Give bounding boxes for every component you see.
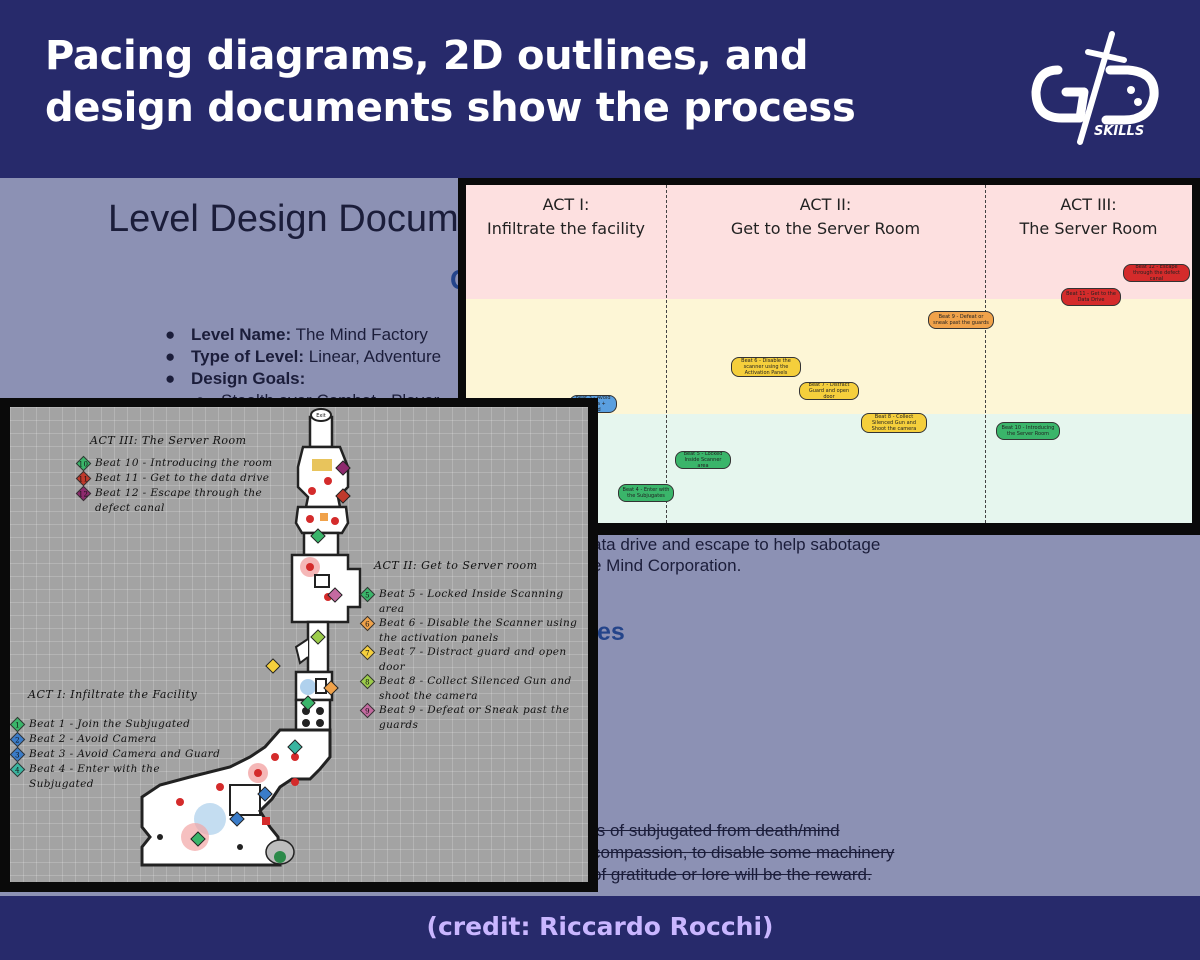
legend-beat-10: 10 Beat 10 - Introducing the room <box>75 455 310 472</box>
document-paragraph: ata drive and escape to help sabotage e … <box>592 535 881 575</box>
act-3-label: ACT III: The Server Room <box>1019 195 1158 238</box>
beat-diamond-icon: 7 <box>359 644 376 661</box>
header-banner: Pacing diagrams, 2D outlines, and design… <box>0 0 1200 178</box>
beat-diamond-icon: 12 <box>75 485 92 502</box>
beat-6-marker <box>323 680 339 696</box>
side-path <box>294 638 309 665</box>
beat-2-marker <box>229 811 245 827</box>
beat-4-marker <box>287 739 303 755</box>
beat-1-marker <box>190 831 206 847</box>
pacing-beat-12: Beat 12 - Escape through the defect cana… <box>1123 264 1190 282</box>
footer-banner: (credit: Riccardo Rocchi) <box>0 896 1200 960</box>
door-node <box>237 844 243 850</box>
pacing-beat-10: Beat 10 - Introducing the Server Room <box>996 422 1060 440</box>
pacing-beat-11: Beat 11 - Get to the Data Drive <box>1061 288 1121 306</box>
list-item: ●Level Name: The Mind Factory <box>165 325 428 344</box>
beat-3-marker <box>257 786 273 802</box>
enemy-marker <box>324 477 332 485</box>
legend-beat-9: 9 Beat 9 - Defeat or Sneak past the guar… <box>359 702 584 733</box>
legend-beat-3: 3 Beat 3 - Avoid Camera and Guard <box>10 746 244 763</box>
door-node <box>302 719 310 727</box>
beat-9-marker <box>327 587 343 603</box>
document-strikethrough-text: ts of subjugated from death/mind compass… <box>592 821 895 884</box>
inner-wall <box>229 784 261 816</box>
inner-wall <box>314 574 330 588</box>
legend-beat-8: 8 Beat 8 - Collect Silenced Gun and shoo… <box>359 673 584 704</box>
enemy-marker <box>176 798 184 806</box>
enemy-marker <box>291 753 299 761</box>
document-subheading: es <box>597 618 625 646</box>
beat-11-marker <box>335 488 351 504</box>
map-act-3-heading: ACT III: The Server Room <box>90 434 247 447</box>
pacing-beat-8: Beat 8 - Collect Silenced Gun and Shoot … <box>861 413 927 433</box>
legend-beat-7: 7 Beat 7 - Distract guard and open door <box>359 644 584 675</box>
beat-diamond-icon: 10 <box>75 455 92 472</box>
beat-diamond-icon: 3 <box>10 746 26 763</box>
enemy-marker <box>306 563 314 571</box>
enemy-marker <box>331 517 339 525</box>
slide-title-line-2: design documents show the process <box>45 85 856 131</box>
level-layout-drawing: Exit <box>140 408 362 867</box>
legend-beat-12: 12 Beat 12 - Escape through the defect c… <box>75 485 295 516</box>
beat-10-marker <box>310 528 326 544</box>
beat-12-marker <box>335 460 351 476</box>
beat-diamond-icon: 5 <box>359 586 376 603</box>
level-outline-map: Exit <box>0 398 598 892</box>
pacing-beat-7: Beat 7 - Distract Guard and open door <box>799 382 859 400</box>
beat-7-marker <box>265 658 281 674</box>
map-canvas: Exit <box>10 407 588 882</box>
logo-skills-text: SKILLS <box>1094 124 1145 139</box>
exit-label: Exit <box>316 413 326 419</box>
pacing-beat-6: Beat 6 - Disable the scanner using the A… <box>731 357 801 377</box>
beat-markers <box>190 460 351 847</box>
act-divider <box>666 185 667 523</box>
beat-diamond-icon: 1 <box>10 716 26 733</box>
beat-diamond-icon: 8 <box>359 673 376 690</box>
alarm-marker <box>262 817 270 825</box>
beat-diamond-icon: 11 <box>75 470 92 487</box>
data-drive <box>320 513 328 521</box>
enemy-marker <box>308 487 316 495</box>
door-node <box>316 707 324 715</box>
beat-diamond-icon: 9 <box>359 702 376 719</box>
document-title: Level Design Docum <box>108 198 459 240</box>
enemy-marker <box>306 515 314 523</box>
beat-5-marker <box>300 695 316 711</box>
exit-marker <box>310 408 332 422</box>
camera-cone <box>300 679 316 695</box>
pacing-beat-4: Beat 4 - Enter with the Subjugates <box>618 484 674 502</box>
list-item: ●Type of Level: Linear, Adventure <box>165 347 442 366</box>
beat-diamond-icon: 4 <box>10 761 26 778</box>
act-2-label: ACT II: Get to the Server Room <box>730 195 921 238</box>
legend-beat-2: 2 Beat 2 - Avoid Camera <box>10 731 244 748</box>
slide-title: Pacing diagrams, 2D outlines, and design… <box>45 30 945 134</box>
pacing-beat-9: Beat 9 - Defeat or sneak past the guards <box>928 311 994 329</box>
legend-beat-5: 5 Beat 5 - Locked Inside Scanning area <box>359 586 584 617</box>
enemy-marker <box>254 769 262 777</box>
door-node <box>157 834 163 840</box>
beat-diamond-icon: 6 <box>359 615 376 632</box>
server-room-detail <box>312 459 332 471</box>
map-act-1-heading: ACT I: Infiltrate the Facility <box>28 688 198 701</box>
intensity-band-high <box>466 185 1192 299</box>
map-act-2-heading: ACT II: Get to Server room <box>374 559 538 572</box>
start-marker <box>274 851 286 863</box>
enemy-marker <box>216 783 224 791</box>
enemy-marker <box>291 778 299 786</box>
door-node <box>316 719 324 727</box>
slide-title-line-1: Pacing diagrams, 2D outlines, and <box>45 33 809 79</box>
enemy-marker <box>271 753 279 761</box>
legend-beat-11: 11 Beat 11 - Get to the data drive <box>75 470 310 487</box>
legend-beat-6: 6 Beat 6 - Disable the Scanner using the… <box>359 615 584 646</box>
pacing-beat-5: Beat 5 - Locked Inside Scanner area <box>675 451 731 469</box>
beat-8-marker <box>310 629 326 645</box>
beat-diamond-icon: 2 <box>10 731 26 748</box>
act-1-label: ACT I: Infiltrate the facility <box>487 195 645 238</box>
credit-text: (credit: Riccardo Rocchi) <box>426 912 774 941</box>
list-item: ●Design Goals: <box>165 369 306 388</box>
gd-skills-logo <box>1031 31 1159 145</box>
legend-beat-1: 1 Beat 1 - Join the Subjugated <box>10 716 244 733</box>
legend-beat-4: 4 Beat 4 - Enter with the Subjugated <box>10 761 189 792</box>
act-divider <box>985 185 986 523</box>
